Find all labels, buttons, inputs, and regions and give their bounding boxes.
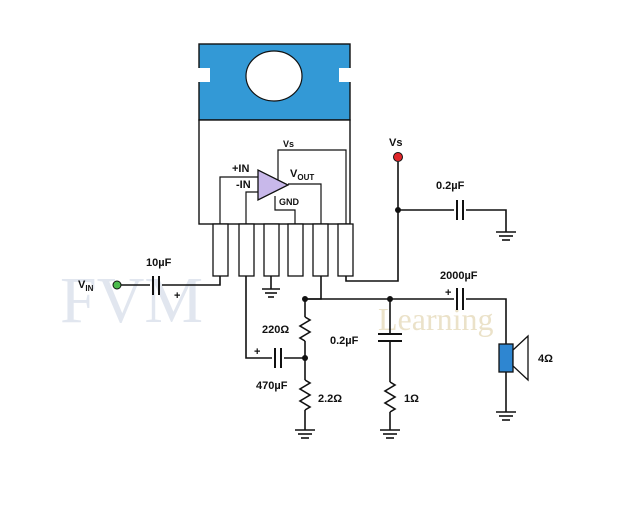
speaker-label: 4Ω (538, 353, 553, 365)
ic-pin-4 (287, 223, 304, 277)
feedback-capacitor (274, 348, 282, 368)
supply-capacitor (456, 200, 464, 220)
ic-pin-5 (312, 223, 329, 277)
speaker-magnet (498, 343, 514, 373)
watermark-main: FVM (60, 264, 203, 337)
ic-pin-1 (212, 223, 229, 277)
input-capacitor-label: 10µF (146, 257, 172, 269)
wire-pin2-feedback (245, 276, 272, 359)
output-capacitor (456, 288, 464, 310)
ic-pin-plus-in-label: +IN (232, 163, 249, 175)
output-capacitor-label: 2000µF (440, 270, 478, 282)
ground-resistor-label: 2.2Ω (318, 393, 342, 405)
ic-pin-2 (238, 223, 255, 277)
feedback-resistor (298, 316, 312, 342)
zobel-capacitor-label: 0.2µF (330, 335, 359, 347)
ic-mounting-hole (245, 50, 303, 102)
wire-pin5-out (305, 276, 322, 300)
speaker (498, 334, 529, 382)
ic-pins (212, 223, 354, 277)
input-capacitor-plus: + (174, 290, 180, 302)
amplifier-triangle (257, 168, 290, 202)
supply-label: Vs (389, 137, 402, 149)
ic-pin-6 (337, 223, 354, 277)
feedback-capacitor-plus: + (254, 346, 260, 358)
ic-internal-wiring (219, 149, 347, 224)
ground-symbol-speaker (496, 411, 516, 421)
ic-gnd-label: GND (279, 197, 300, 207)
watermark-sub: Learning (378, 301, 494, 337)
wire-to-speaker (466, 298, 507, 344)
ground-symbol-supply (496, 231, 516, 241)
zobel-resistor-label: 1Ω (404, 393, 419, 405)
output-capacitor-plus: + (445, 287, 451, 299)
feedback-capacitor-label: 470µF (256, 380, 288, 392)
supply-capacitor-label: 0.2µF (436, 180, 465, 192)
tab-notch-left (198, 68, 210, 82)
supply-node (393, 152, 403, 162)
speaker-cone (512, 334, 529, 382)
wire-to-pin1 (162, 276, 221, 286)
wire-supply-cap-ground (466, 209, 507, 232)
zobel-resistor (383, 381, 397, 413)
ground-resistor (298, 379, 312, 411)
vin-node (112, 280, 122, 290)
vin-label: VIN (78, 279, 94, 293)
input-capacitor (152, 276, 160, 295)
tab-notch-right (339, 68, 351, 82)
ground-symbol-feedback (295, 429, 315, 439)
wire-supply (345, 162, 399, 282)
ic-pin-3 (263, 223, 280, 277)
ic-pin-minus-in-label: -IN (236, 179, 251, 191)
ic-vs-label: Vs (283, 139, 294, 149)
ground-symbol-zobel (380, 429, 400, 439)
ic-vout-label: VOUT (290, 168, 314, 182)
ground-symbol-pin3 (262, 288, 280, 298)
feedback-resistor-label: 220Ω (262, 324, 289, 336)
